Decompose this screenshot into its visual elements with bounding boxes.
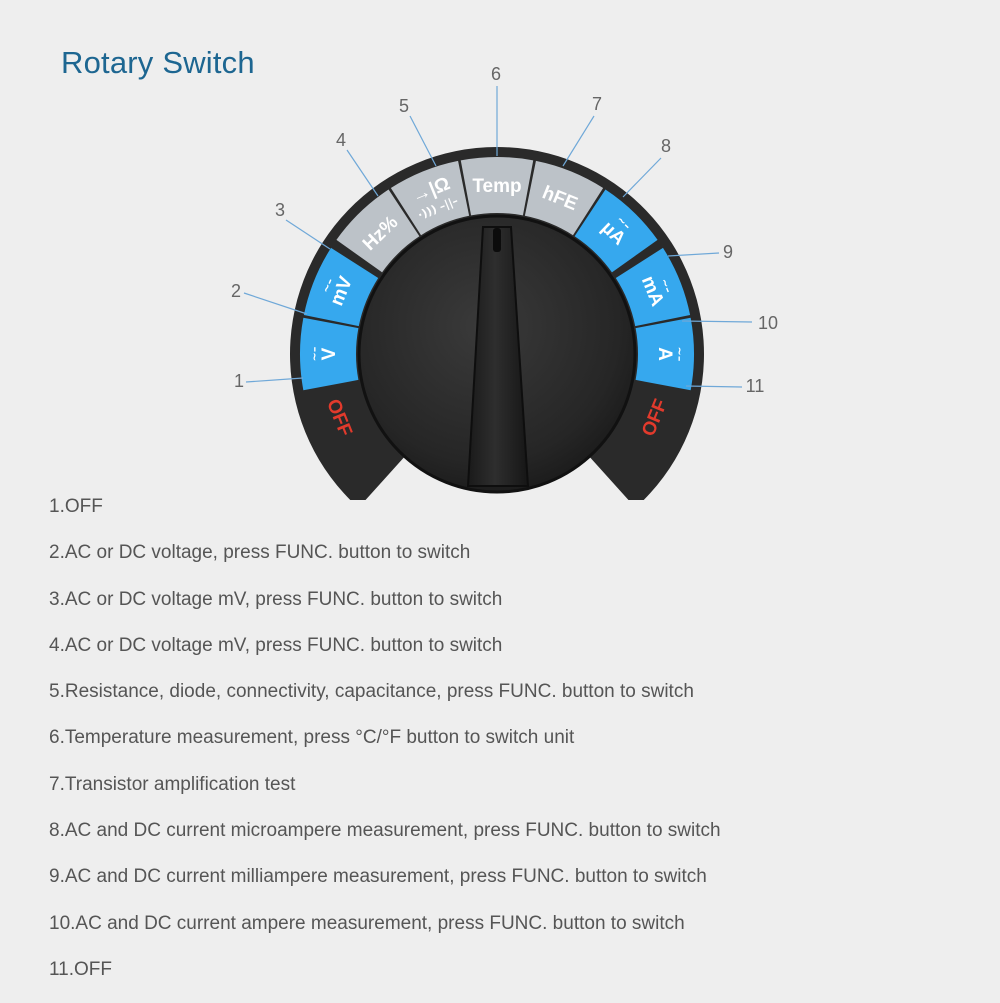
description-item: 3.AC or DC voltage mV, press FUNC. butto… (49, 588, 503, 610)
callout-line (681, 320, 753, 323)
callout-number: 4 (336, 130, 346, 150)
ac-dc-mark: ~– (308, 347, 321, 362)
callout-9: 9 (667, 242, 733, 262)
dial-segment (303, 247, 379, 327)
callout-2: 2 (231, 281, 308, 315)
callout-line (562, 115, 595, 167)
dial-position-4: Hz% (336, 189, 420, 273)
callout-number: 8 (661, 136, 671, 156)
dial-segment (336, 189, 420, 273)
dial-position-2: V~– (299, 317, 359, 391)
callout-number: 6 (491, 64, 501, 84)
dial-segment-label: A (654, 347, 675, 361)
dial-segment (615, 247, 691, 327)
callout-number: 2 (231, 281, 241, 301)
dial-segment (524, 160, 604, 236)
callout-line (409, 115, 437, 167)
description-list: 1.OFF 2.AC or DC voltage, press FUNC. but… (49, 494, 721, 1003)
dial-segment (299, 317, 359, 391)
description-item: 1.OFF (49, 496, 103, 517)
ac-dc-mark: ~– (673, 347, 686, 362)
description-item: 8.AC and DC current microampere measurem… (49, 820, 721, 842)
callout-number: 9 (723, 242, 733, 262)
ac-dc-mark: ~– (657, 276, 675, 295)
callout-line (285, 219, 331, 250)
dial-segment-label: V (319, 347, 340, 360)
knob (357, 214, 637, 494)
description-item: 7.Transistor amplification test (49, 773, 296, 795)
knob-pointer-mark (493, 228, 501, 252)
dial-position-9: mA~– (615, 247, 691, 327)
callout-number: 7 (592, 94, 602, 114)
callout-line (622, 157, 662, 198)
dial-position-10: A~– (635, 317, 694, 391)
callout-number: 10 (758, 313, 778, 333)
callout-7: 7 (562, 94, 602, 167)
description-item: 4.AC or DC voltage mV, press FUNC. butto… (49, 634, 503, 656)
description-item: 9.AC and DC current milliampere measurem… (49, 866, 707, 888)
ac-dc-mark: ~– (319, 276, 337, 295)
description-item: 10.AC and DC current ampere measurement,… (49, 912, 685, 934)
callout-number: 11 (746, 376, 765, 396)
dial-position-6: Temp (460, 157, 534, 216)
callout-11: 11 (685, 376, 765, 396)
dial-position-3: mV~– (303, 247, 379, 327)
callout-number: 3 (275, 200, 285, 220)
dial-segment (574, 189, 658, 273)
callout-1: 1 (234, 371, 304, 391)
knob-ridge (466, 226, 530, 487)
description-item: 5.Resistance, diode, connectivity, capac… (49, 681, 694, 703)
callout-6: 6 (491, 64, 501, 156)
dial-segment (635, 317, 694, 391)
callout-10: 10 (681, 313, 778, 333)
page-title: Rotary Switch (61, 45, 255, 80)
description-item: 6.Temperature measurement, press °C/°F b… (49, 727, 575, 749)
dial-position-7: hFE (524, 160, 604, 236)
description-item: 2.AC or DC voltage, press FUNC. button t… (49, 542, 471, 564)
callout-line (346, 149, 379, 197)
callout-line (667, 252, 720, 257)
callout-3: 3 (275, 200, 331, 250)
dial-position-8: µA~– (574, 189, 658, 273)
dial-segment (390, 160, 470, 236)
callout-8: 8 (622, 136, 671, 198)
callout-4: 4 (336, 130, 379, 197)
dial-segment (460, 157, 534, 216)
callout-number: 1 (234, 371, 244, 391)
callout-line (243, 292, 308, 315)
callout-line (685, 385, 743, 388)
callout-5: 5 (399, 96, 437, 167)
dial-segment-label: Temp (472, 176, 521, 197)
callout-line (245, 377, 304, 383)
callout-number: 5 (399, 96, 409, 116)
description-item: 11.OFF (49, 958, 112, 980)
dial-position-5: →|Ω·))) –||– (390, 160, 470, 236)
